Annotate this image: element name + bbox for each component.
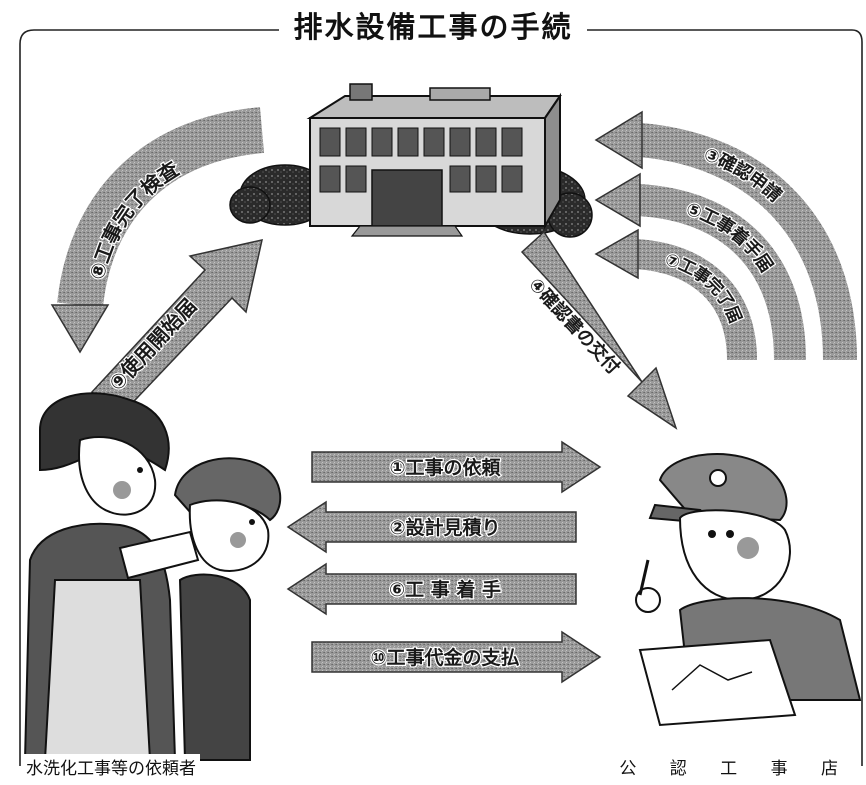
arrow-step10 (311, 630, 602, 684)
arrow-step3-path (638, 123, 857, 361)
arrow-step5-head (594, 172, 641, 228)
label-step2: ②設計見積り (389, 516, 500, 539)
arrow-step4 (520, 230, 678, 430)
arrow-step9 (90, 239, 263, 420)
arrow-step7-path (634, 239, 757, 361)
label-step10: ⑩工事代金の支払 (370, 646, 519, 669)
client-figures (23, 392, 282, 761)
arrow-step1 (311, 440, 602, 494)
office-building (229, 83, 593, 238)
arrow-step5-path (636, 184, 806, 361)
client-caption: 水洗化工事等の依頼者 (22, 754, 200, 779)
arrow-step6 (286, 562, 577, 616)
arrow-step8-head (50, 304, 110, 354)
arrow-step3-head (594, 110, 643, 170)
arrow-step2 (286, 500, 577, 554)
page-title-text: 排水設備工事の手続 (279, 10, 587, 44)
arrow-step7-head (594, 228, 639, 280)
contractor-caption: 公 認 工 事 店 (615, 754, 856, 779)
contractor-figure (635, 453, 862, 727)
page-title: 排水設備工事の手続 (0, 4, 866, 46)
arrow-step8-path (57, 107, 265, 308)
label-step6: ⑥工 事 着 手 (389, 578, 501, 601)
label-step1: ①工事の依頼 (389, 456, 501, 479)
